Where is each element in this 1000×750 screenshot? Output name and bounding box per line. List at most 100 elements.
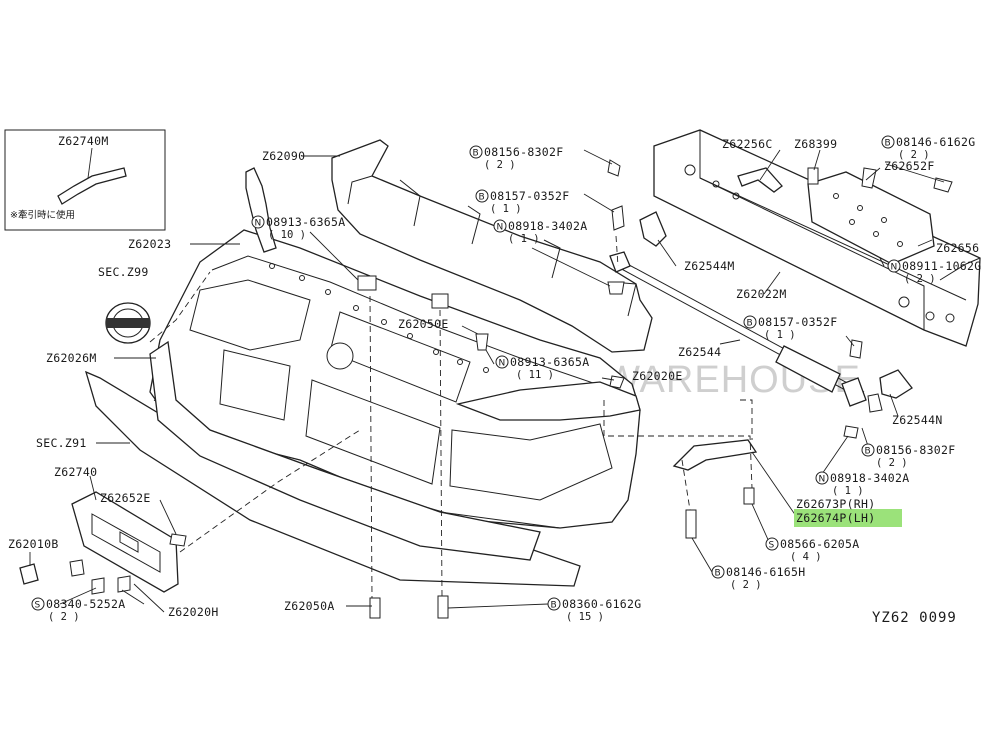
callout-labels: Z62090 Z62023 SEC.Z99 Z62026M SEC.Z91 Z6… [8, 135, 981, 623]
svg-text:( 4 ): ( 4 ) [790, 551, 822, 563]
callout-z62050e: Z62050E [398, 317, 449, 331]
svg-text:08911-1062G: 08911-1062G [902, 259, 981, 273]
svg-text:B: B [747, 319, 753, 329]
svg-text:S: S [35, 601, 41, 611]
inset-part-label: Z62740M [58, 134, 109, 148]
emblem [105, 302, 151, 344]
callout-z62652e: Z62652E [100, 491, 151, 505]
bumper-reinforcement-strip [245, 167, 277, 253]
callout-s-08566-6205a: S 08566-6205A ( 4 ) [765, 537, 859, 563]
fasteners [69, 159, 953, 619]
callout-z62544n: Z62544N [892, 413, 943, 427]
callout-b-08156-8302f-top: B 08156-8302F ( 2 ) [469, 145, 563, 171]
callout-z62022m: Z62022M [736, 287, 787, 301]
stay-bracket-lower [879, 369, 913, 399]
svg-text:B: B [479, 193, 485, 203]
svg-text:( 1 ): ( 1 ) [508, 233, 540, 245]
callout-z62256c: Z62256C [722, 137, 773, 151]
svg-text:B: B [715, 569, 721, 579]
callout-z62656: Z62656 [936, 241, 979, 255]
stay-bracket-upper [639, 211, 667, 247]
svg-text:08156-8302F: 08156-8302F [484, 145, 563, 159]
svg-text:N: N [255, 219, 262, 229]
svg-text:( 1 ): ( 1 ) [490, 203, 522, 215]
svg-text:08157-0352F: 08157-0352F [758, 315, 837, 329]
callout-b-08146-6162g-top: B 08146-6162G ( 2 ) [881, 135, 975, 161]
svg-text:N: N [499, 359, 506, 369]
diagram-id: YZ62 0099 [872, 610, 957, 626]
tow-hook-cover [19, 563, 39, 585]
callout-z62673p: Z62673P(RH) [796, 497, 875, 511]
svg-text:( 2 ): ( 2 ) [730, 579, 762, 591]
side-bracket [672, 439, 758, 471]
callout-z62020e: Z62020E [632, 369, 683, 383]
callout-z68399: Z68399 [794, 137, 837, 151]
svg-text:08913-6365A: 08913-6365A [266, 215, 345, 229]
callout-b-08156-8302f-mid: B 08156-8302F ( 2 ) [861, 443, 955, 469]
svg-text:08918-3402A: 08918-3402A [508, 219, 587, 233]
energy-absorber [331, 139, 653, 353]
svg-text:( 2 ): ( 2 ) [484, 159, 516, 171]
inset-note: ※牽引時に使用 [10, 209, 75, 221]
leader-lines [29, 149, 945, 613]
callout-z62090: Z62090 [262, 149, 305, 163]
callout-z62544m: Z62544M [684, 259, 735, 273]
radar-bracket-holes [833, 193, 903, 247]
svg-text:08340-5252A: 08340-5252A [46, 597, 125, 611]
bumper-fascia [149, 229, 641, 529]
reinforcement-beam [653, 129, 981, 347]
callout-n-08913-6365a-top: N 08913-6365A ( 10 ) [251, 215, 345, 241]
svg-text:08146-6162G: 08146-6162G [896, 135, 975, 149]
callout-b-08157-0352f-top: B 08157-0352F ( 1 ) [475, 189, 569, 215]
highlight-box [794, 509, 902, 527]
svg-text:( 2 ): ( 2 ) [904, 273, 936, 285]
svg-text:08913-6365A: 08913-6365A [510, 355, 589, 369]
callout-z62050a: Z62050A [284, 599, 335, 613]
svg-text:( 2 ): ( 2 ) [876, 457, 908, 469]
svg-text:( 11 ): ( 11 ) [516, 369, 554, 381]
callout-n-08913-6365a-mid: N 08913-6365A ( 11 ) [495, 355, 589, 381]
svg-text:( 2 ): ( 2 ) [48, 611, 80, 623]
callout-z62674p: Z62674P(LH) [796, 511, 875, 525]
svg-text:08156-8302F: 08156-8302F [876, 443, 955, 457]
callout-n-08911-1062g: N 08911-1062G ( 2 ) [887, 259, 981, 285]
callout-b-08360-6162g: B 08360-6162G ( 15 ) [547, 597, 641, 623]
svg-text:N: N [819, 475, 826, 485]
callout-n-08918-3402a-mid: N 08918-3402A ( 1 ) [815, 471, 909, 497]
svg-text:08146-6165H: 08146-6165H [726, 565, 805, 579]
callout-z62020h: Z62020H [168, 605, 219, 619]
stay-rod [609, 251, 867, 407]
callout-sec-z91: SEC.Z91 [36, 436, 87, 450]
svg-text:08360-6162G: 08360-6162G [562, 597, 641, 611]
svg-text:B: B [885, 139, 891, 149]
svg-text:08566-6205A: 08566-6205A [780, 537, 859, 551]
callout-z62023: Z62023 [128, 237, 171, 251]
svg-text:N: N [891, 263, 898, 273]
license-plate-bracket [71, 491, 179, 593]
svg-text:( 1 ): ( 1 ) [764, 329, 796, 341]
inset-box: Z62740M ※牽引時に使用 [4, 129, 166, 231]
radar-bracket [807, 171, 935, 265]
callout-z62652f: Z62652F [884, 159, 935, 173]
svg-text:08157-0352F: 08157-0352F [490, 189, 569, 203]
svg-text:08918-3402A: 08918-3402A [830, 471, 909, 485]
svg-text:( 1 ): ( 1 ) [832, 485, 864, 497]
callout-b-08157-0352f-mid: B 08157-0352F ( 1 ) [743, 315, 837, 341]
callout-sec-z99: SEC.Z99 [98, 265, 149, 279]
callout-z62010b: Z62010B [8, 537, 59, 551]
svg-text:N: N [497, 223, 504, 233]
callout-z62026m: Z62026M [46, 351, 97, 365]
under-spoiler-lip [149, 340, 541, 561]
callout-s-08340-5252a: S 08340-5252A ( 2 ) [31, 597, 125, 623]
svg-text:( 10 ): ( 10 ) [268, 229, 306, 241]
callout-n-08918-3402a-top: N 08918-3402A ( 1 ) [493, 219, 587, 245]
callout-b-08146-6165h: B 08146-6165H ( 2 ) [711, 565, 805, 591]
callout-z62544: Z62544 [678, 345, 721, 359]
svg-text:S: S [769, 541, 775, 551]
svg-text:B: B [551, 601, 557, 611]
svg-text:( 2 ): ( 2 ) [898, 149, 930, 161]
svg-text:B: B [473, 149, 479, 159]
callout-z62740: Z62740 [54, 465, 97, 479]
svg-text:B: B [865, 447, 871, 457]
